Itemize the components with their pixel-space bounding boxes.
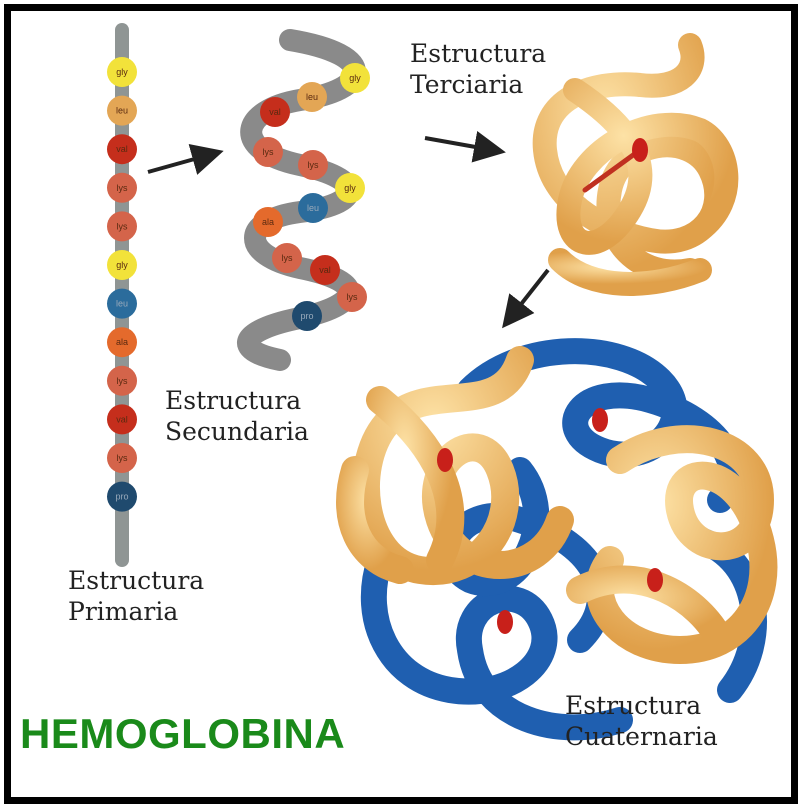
svg-text:leu: leu	[116, 106, 128, 116]
arrow-primary-to-secondary	[147, 144, 224, 175]
label-line: Estructura	[565, 691, 702, 720]
svg-text:lys: lys	[117, 183, 128, 193]
label-primary-structure: Estructura Primaria	[68, 565, 204, 627]
amino-acid-val: val	[107, 404, 137, 435]
secondary-structure-helix: gly leu val lys lys gly leu ala lys val lys pro	[237, 29, 370, 371]
svg-text:lys: lys	[117, 453, 128, 463]
amino-acid-lys: lys	[298, 150, 328, 180]
amino-acid-gly: gly	[340, 63, 370, 93]
amino-acid-leu: leu	[107, 95, 137, 126]
svg-text:lys: lys	[117, 376, 128, 386]
svg-text:ala: ala	[262, 217, 274, 227]
label-tertiary-structure: Estructura Terciaria	[410, 38, 546, 100]
svg-text:gly: gly	[344, 183, 356, 193]
amino-acid-gly: gly	[107, 57, 137, 87]
svg-text:val: val	[116, 414, 128, 424]
amino-acid-pro: pro	[292, 301, 322, 331]
arrow-tertiary-to-quaternary	[502, 268, 550, 329]
svg-text:lys: lys	[263, 147, 274, 157]
amino-acid-gly: gly	[335, 173, 365, 203]
amino-acid-lys: lys	[253, 137, 283, 167]
svg-text:lys: lys	[282, 253, 293, 263]
svg-text:gly: gly	[116, 67, 128, 77]
svg-text:val: val	[116, 144, 128, 154]
amino-acid-lys: lys	[107, 365, 137, 396]
amino-acid-val: val	[107, 134, 137, 165]
label-line: Terciaria	[410, 70, 524, 99]
label-line: Estructura	[68, 566, 205, 595]
amino-acid-leu: leu	[107, 288, 137, 319]
svg-text:ala: ala	[116, 337, 128, 347]
svg-text:lys: lys	[117, 221, 128, 231]
amino-acid-val: val	[310, 255, 340, 285]
amino-acid-lys: lys	[337, 282, 367, 312]
svg-text:leu: leu	[306, 92, 318, 102]
svg-text:pro: pro	[115, 492, 128, 502]
amino-acid-gly: gly	[107, 250, 137, 280]
svg-text:gly: gly	[349, 73, 361, 83]
image-border	[4, 4, 798, 804]
svg-text:val: val	[319, 265, 331, 275]
amino-acid-pro: pro	[107, 481, 137, 512]
label-line: Estructura	[410, 39, 547, 68]
label-secondary-structure: Estructura Secundaria	[165, 385, 309, 447]
amino-acid-leu: leu	[298, 193, 328, 223]
label-line: Cuaternaria	[565, 722, 718, 751]
amino-acid-ala: ala	[253, 207, 283, 237]
amino-acid-ala: ala	[107, 327, 137, 358]
amino-acid-lys: lys	[272, 243, 302, 273]
amino-acid-lys: lys	[107, 211, 137, 242]
label-quaternary-structure: Estructura Cuaternaria	[565, 690, 718, 752]
amino-acid-lys: lys	[107, 172, 137, 203]
svg-text:leu: leu	[307, 203, 319, 213]
svg-text:lys: lys	[308, 160, 319, 170]
amino-acid-val: val	[260, 97, 290, 127]
amino-acid-lys: lys	[107, 443, 137, 473]
svg-text:leu: leu	[116, 299, 128, 309]
label-line: Estructura	[165, 386, 302, 415]
primary-structure-chain: gly leu val lys lys gly leu ala lys val lys pro	[107, 23, 137, 567]
arrow-secondary-to-tertiary	[424, 131, 506, 163]
label-line: Primaria	[68, 597, 179, 626]
label-line: Secundaria	[165, 417, 309, 446]
svg-text:val: val	[269, 107, 281, 117]
svg-text:gly: gly	[116, 260, 128, 270]
amino-acid-leu: leu	[297, 82, 327, 112]
quaternary-structure	[336, 338, 778, 741]
page-title: HEMOGLOBINA	[20, 710, 346, 757]
tertiary-structure	[532, 33, 739, 296]
svg-text:pro: pro	[300, 311, 313, 321]
svg-text:lys: lys	[347, 292, 358, 302]
